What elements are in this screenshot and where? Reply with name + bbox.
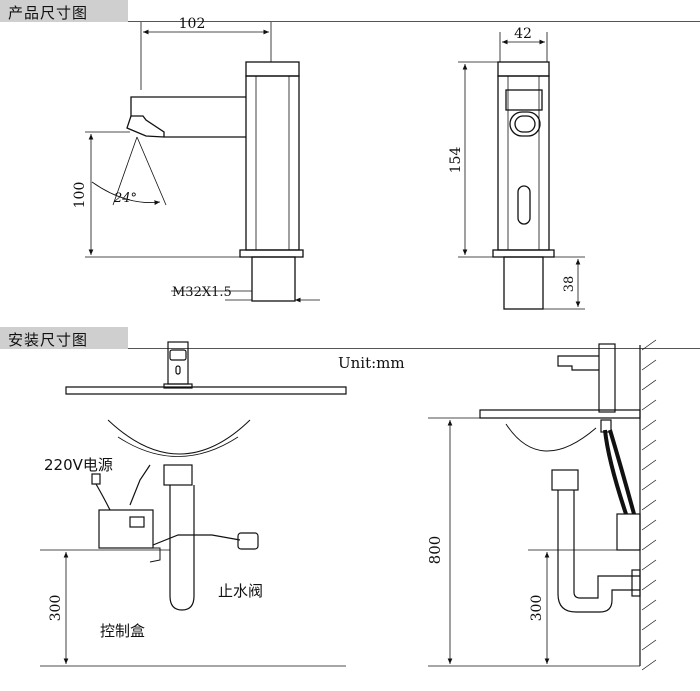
front-cap	[497, 61, 550, 77]
dim-depth: 42	[514, 26, 532, 42]
front-dimensions	[458, 32, 585, 310]
faucet-front-view	[492, 61, 555, 310]
product-section-tab: 产品尺寸图	[0, 0, 128, 22]
control-box-icon	[98, 509, 154, 549]
basin-faucet	[167, 341, 189, 385]
power-label: 220V电源	[44, 456, 113, 474]
side-control-box-icon	[616, 513, 641, 551]
dim-box-height-right: 300	[529, 595, 545, 622]
header-divider	[128, 348, 700, 349]
aerator-icon	[509, 111, 541, 137]
faucet-side-view	[126, 61, 304, 302]
control-box-label: 控制盒	[100, 622, 145, 640]
dim-angle: 24°	[113, 191, 137, 206]
faucet-cap	[245, 61, 300, 77]
side-spout	[557, 355, 599, 371]
product-section-header: 产品尺寸图	[0, 0, 700, 22]
side-basin-rim	[479, 409, 641, 419]
dim-spout-length: 102	[179, 16, 206, 32]
product-section-title: 产品尺寸图	[8, 4, 89, 22]
install-side-view	[479, 339, 657, 671]
faucet-shank	[251, 256, 296, 302]
install-section-title: 安装尺寸图	[8, 331, 89, 349]
install-left-dimensions	[40, 549, 346, 667]
faucet-base	[239, 249, 304, 258]
side-trap-pipe	[557, 490, 640, 613]
faucet-spout	[130, 96, 246, 138]
basin-rim	[65, 386, 347, 395]
front-shank	[503, 256, 544, 310]
side-faucet	[598, 343, 616, 413]
install-section-tab: 安装尺寸图	[0, 327, 128, 349]
dim-height: 100	[72, 182, 88, 209]
install-section-header: 安装尺寸图	[0, 327, 700, 349]
unit-label: Unit:mm	[338, 354, 405, 372]
front-outlet-window	[505, 89, 543, 111]
side-dimensions	[85, 22, 320, 303]
infrared-sensor-icon	[517, 185, 531, 225]
install-right-dimensions	[428, 417, 640, 667]
drain-outlet	[163, 464, 193, 486]
dim-box-height-left: 300	[48, 595, 64, 622]
dim-counter-height: 800	[426, 536, 444, 565]
valve-label: 止水阀	[218, 582, 263, 600]
side-drain-outlet	[551, 469, 579, 491]
drain-pipe	[169, 485, 195, 611]
dim-total-height: 154	[448, 147, 464, 174]
header-divider	[128, 21, 700, 22]
install-front-view	[65, 341, 347, 611]
power-plug-icon	[91, 473, 101, 485]
front-base	[492, 249, 555, 258]
dim-shank: 38	[562, 276, 577, 293]
stop-valve-icon	[237, 532, 259, 550]
dim-thread: M32X1.5	[172, 285, 232, 300]
basin-bowl	[107, 419, 251, 455]
